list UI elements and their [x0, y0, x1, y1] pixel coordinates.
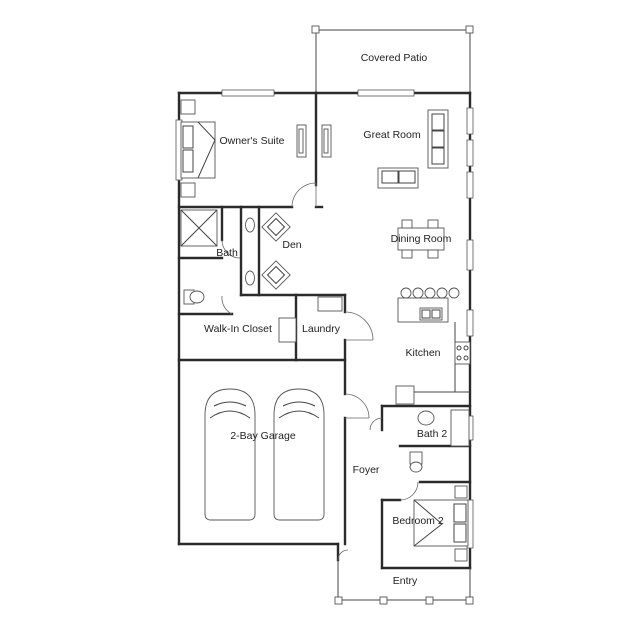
car-icon: [273, 388, 325, 521]
nightstand-icon: [180, 99, 196, 115]
label-entry: Entry: [393, 575, 418, 587]
bath-fixtures: [180, 209, 218, 305]
stool-icon: [400, 287, 412, 299]
label-great-room: Great Room: [363, 129, 420, 141]
stool-icon: [424, 287, 436, 299]
covered-patio-area: [311, 25, 474, 93]
armchair-icon: [261, 260, 291, 290]
sink-icon: [419, 307, 443, 321]
nightstand-icon: [180, 182, 196, 198]
windows: [175, 89, 474, 549]
tub-icon: [450, 409, 470, 447]
label-covered-patio: Covered Patio: [361, 52, 428, 64]
bath-2-fixtures: [409, 409, 470, 473]
sink-icon: [417, 410, 435, 426]
refrigerator-icon: [395, 385, 415, 405]
closet-laundry-fixtures: [278, 296, 343, 343]
bedroom-2-furniture: [413, 485, 469, 562]
label-dining-room: Dining Room: [391, 233, 452, 245]
label-owners-suite: Owner's Suite: [219, 135, 284, 147]
range-icon: [454, 341, 471, 365]
label-foyer: Foyer: [353, 464, 380, 476]
label-walk-in-closet: Walk-In Closet: [204, 323, 272, 335]
doors: [221, 182, 419, 561]
garage-cars: [204, 388, 325, 521]
chair-icon: [401, 219, 413, 229]
armchair-icon: [261, 212, 291, 242]
den-furniture: [245, 212, 291, 290]
sofa-icon: [427, 109, 449, 169]
label-garage: 2-Bay Garage: [230, 430, 296, 442]
stool-icon: [448, 287, 460, 299]
washer-icon: [317, 296, 343, 312]
stool-icon: [412, 287, 424, 299]
stool-icon: [436, 287, 448, 299]
room-labels: Covered Patio Great Room Owner's Suite D…: [204, 52, 452, 587]
nightstand-icon: [454, 485, 468, 499]
car-icon: [204, 388, 256, 521]
entry-porch: [334, 560, 474, 605]
owners-suite-furniture: [180, 99, 332, 198]
dining-table: [397, 219, 445, 259]
label-bath: Bath: [216, 247, 238, 259]
chair-icon: [427, 249, 439, 259]
nightstand-icon: [454, 548, 468, 562]
interior-walls: [177, 91, 472, 570]
chair-icon: [401, 249, 413, 259]
label-bath-2: Bath 2: [417, 428, 448, 440]
label-laundry: Laundry: [302, 323, 341, 335]
label-den: Den: [282, 239, 301, 251]
chair-icon: [427, 219, 439, 229]
label-kitchen: Kitchen: [405, 347, 440, 359]
kitchen-fixtures: [395, 287, 471, 405]
great-room-furniture: [377, 109, 449, 189]
label-bedroom-2: Bedroom 2: [392, 515, 444, 527]
